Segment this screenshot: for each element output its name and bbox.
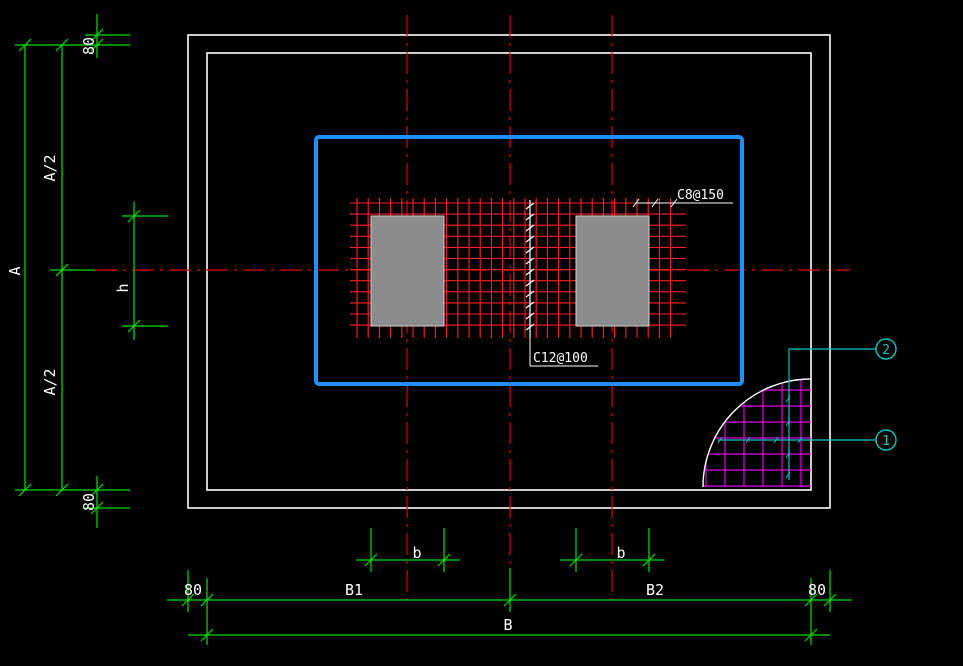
dim-b-right-label: b bbox=[616, 544, 625, 562]
dim-left-bottom-offset-label: 80 bbox=[80, 493, 98, 511]
tick bbox=[127, 319, 141, 333]
dim-left-upper-label: A/2 bbox=[41, 154, 59, 181]
tick bbox=[90, 38, 104, 52]
stirrup-tick bbox=[525, 323, 535, 331]
dim-bottom-total-label: B bbox=[503, 616, 512, 634]
rebar-leader-top bbox=[632, 198, 733, 208]
stirrup-tick bbox=[525, 312, 535, 320]
tick bbox=[90, 483, 104, 497]
tick bbox=[823, 593, 837, 607]
callout-lower: 1 bbox=[875, 429, 897, 451]
stirrup-tick bbox=[525, 235, 535, 243]
footing-outline bbox=[187, 34, 831, 509]
stirrup-tick bbox=[525, 279, 535, 287]
pedestal-outline bbox=[314, 135, 744, 386]
tick bbox=[642, 553, 656, 567]
dim-bottom-right-offset-label: 80 bbox=[808, 581, 826, 599]
callout-upper-number: 2 bbox=[882, 343, 890, 358]
dim-bottom-b2-label: B2 bbox=[646, 581, 664, 599]
tick bbox=[200, 628, 214, 642]
tick bbox=[437, 553, 451, 567]
footing-outer-edge bbox=[187, 34, 831, 509]
stirrup-tick bbox=[525, 213, 535, 221]
leader-top-tick-2 bbox=[651, 198, 659, 208]
callout-upper: 2 bbox=[875, 338, 897, 360]
dim-left-lower-label: A/2 bbox=[41, 368, 59, 395]
rebar-label-middle: C12@100 bbox=[533, 351, 588, 366]
stirrup-bar bbox=[525, 200, 535, 338]
tick bbox=[804, 628, 818, 642]
stirrup-tick bbox=[525, 268, 535, 276]
dim-left-h-label: h bbox=[114, 283, 132, 292]
column-left bbox=[370, 215, 445, 327]
stirrup-ticks bbox=[525, 202, 535, 331]
callout-leader-upper bbox=[788, 348, 876, 480]
column-right bbox=[575, 215, 650, 327]
dim-left-total-label: A bbox=[6, 266, 24, 275]
leader-top-tick-1 bbox=[632, 198, 640, 208]
stirrup-tick bbox=[525, 301, 535, 309]
tick bbox=[90, 28, 104, 42]
tick bbox=[569, 553, 583, 567]
footing-inner-edge bbox=[206, 52, 812, 491]
tick bbox=[18, 38, 32, 52]
dimension-left bbox=[15, 14, 168, 528]
tick bbox=[181, 593, 195, 607]
tick bbox=[90, 501, 104, 515]
callout-lower-number: 1 bbox=[882, 434, 890, 449]
stirrup-tick bbox=[525, 224, 535, 232]
tick bbox=[804, 593, 818, 607]
dim-b-left-label: b bbox=[412, 544, 421, 562]
dimension-bottom bbox=[167, 528, 852, 645]
stirrup-tick bbox=[525, 246, 535, 254]
callout-lower-circle bbox=[875, 429, 897, 451]
dim-left-top-offset-label: 80 bbox=[80, 37, 98, 55]
tick bbox=[55, 483, 69, 497]
dim-bottom-b1-label: B1 bbox=[345, 581, 363, 599]
stirrup-tick bbox=[525, 202, 535, 210]
stirrup-tick bbox=[525, 257, 535, 265]
tick bbox=[127, 209, 141, 223]
tick bbox=[364, 553, 378, 567]
tick bbox=[200, 593, 214, 607]
dim-bottom-left-offset-label: 80 bbox=[184, 581, 202, 599]
tick bbox=[18, 483, 32, 497]
callout-upper-circle bbox=[875, 338, 897, 360]
tick bbox=[503, 593, 517, 607]
rebar-label-top: C8@150 bbox=[677, 188, 724, 203]
leader-top-tick-3 bbox=[670, 198, 678, 208]
rebar-leader-middle bbox=[529, 338, 598, 367]
stirrup-tick bbox=[525, 290, 535, 298]
callout-leaders bbox=[718, 348, 876, 480]
tick bbox=[55, 263, 69, 277]
tick bbox=[55, 38, 69, 52]
